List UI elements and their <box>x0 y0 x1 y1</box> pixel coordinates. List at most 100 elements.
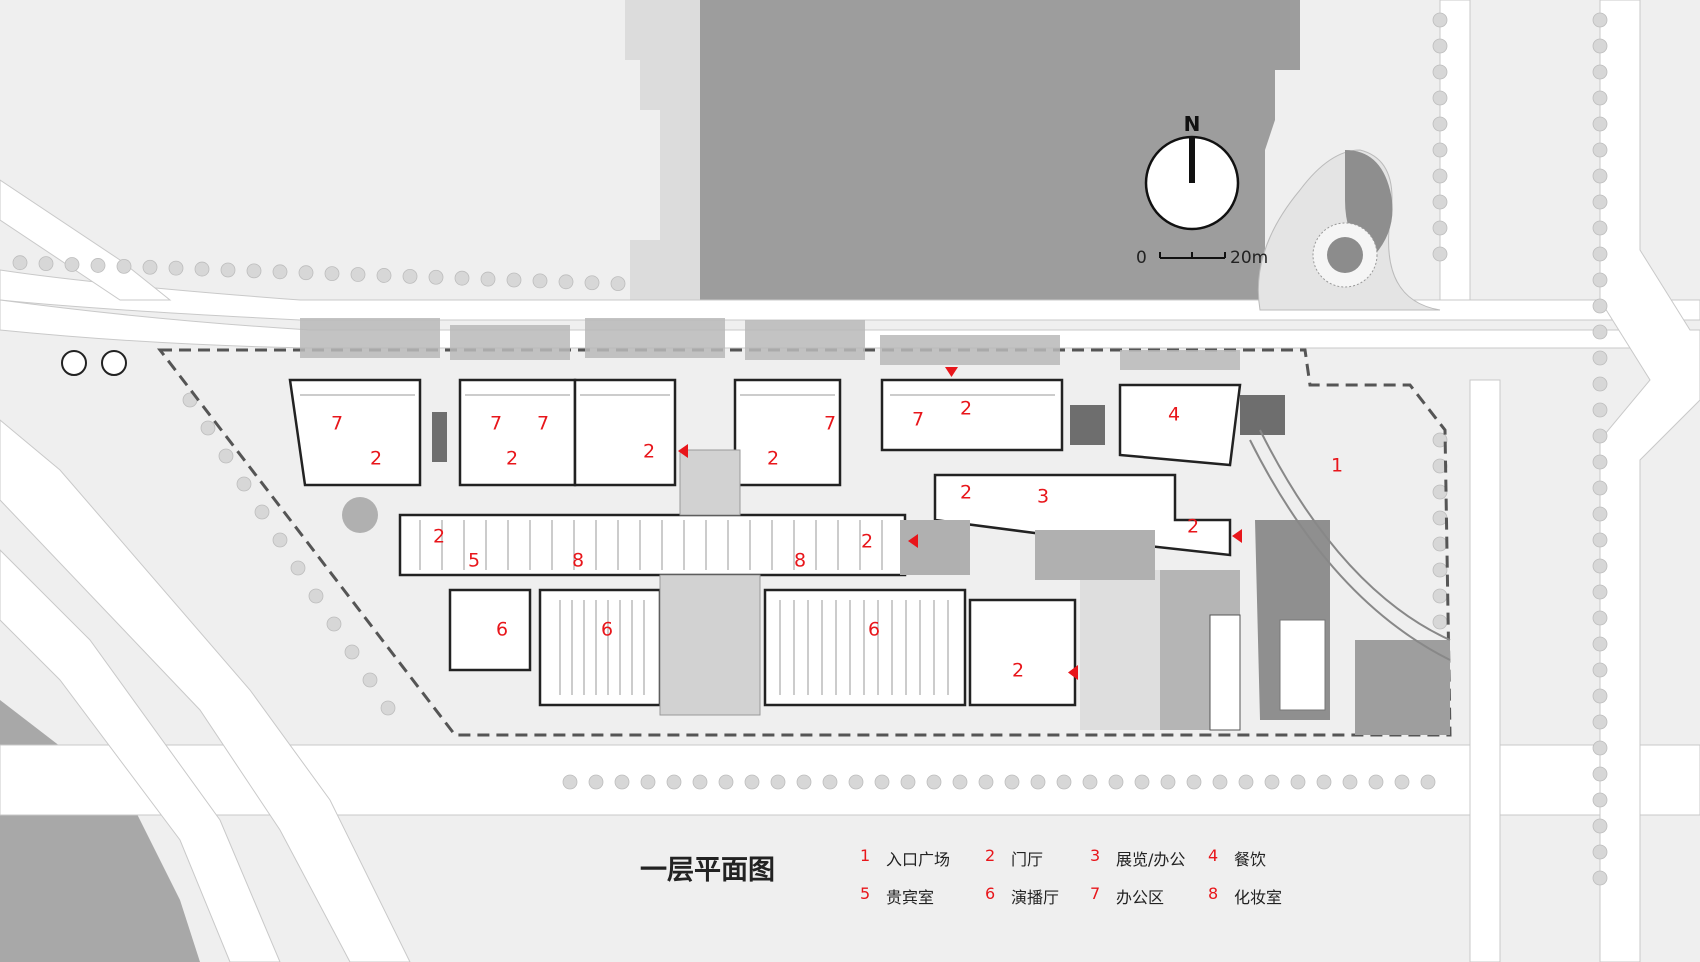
tree-dot <box>220 262 236 278</box>
tree-dot <box>1432 536 1448 552</box>
tree-dot <box>1134 774 1150 790</box>
tree-dot <box>1592 116 1608 132</box>
tree-dot <box>1238 774 1254 790</box>
tree-dot <box>1432 116 1448 132</box>
tree-dot <box>1432 90 1448 106</box>
tree-dot <box>1212 774 1228 790</box>
room-label: 2 <box>860 530 874 553</box>
tree-dot <box>1592 506 1608 522</box>
room-label: 4 <box>1167 403 1181 426</box>
room-label: 3 <box>1036 485 1050 508</box>
tree-dot <box>1592 64 1608 80</box>
legend-number: 6 <box>985 884 996 903</box>
tree-dot <box>1592 168 1608 184</box>
room-label: 2 <box>1011 659 1025 682</box>
room-label: 6 <box>867 618 881 641</box>
scale-bar <box>1159 252 1226 259</box>
room-label: 7 <box>330 412 344 435</box>
tree-dot <box>1056 774 1072 790</box>
tree-dot <box>1432 38 1448 54</box>
tree-dot <box>848 774 864 790</box>
tree-dot <box>1432 12 1448 28</box>
tree-dot <box>344 644 360 660</box>
tree-dot <box>1592 636 1608 652</box>
tree-dot <box>1592 792 1608 808</box>
legend-text: 演播厅 <box>1011 888 1060 907</box>
legend-text: 入口广场 <box>886 850 951 869</box>
legend-text: 门厅 <box>1011 850 1044 869</box>
tree-dot <box>532 273 548 289</box>
room-label: 5 <box>467 549 481 572</box>
tree-dot <box>362 672 378 688</box>
tree-dot <box>1592 870 1608 886</box>
room-label: 8 <box>793 549 807 572</box>
bollard <box>61 350 87 376</box>
tree-dot <box>272 532 288 548</box>
room-label: 2 <box>369 447 383 470</box>
tree-dot <box>64 257 80 272</box>
tree-dot <box>1592 662 1608 678</box>
tree-dot <box>1432 220 1448 236</box>
room-label: 2 <box>1186 515 1200 538</box>
tree-dot <box>1592 844 1608 860</box>
tree-dot <box>168 260 184 276</box>
tree-dot <box>1592 350 1608 366</box>
tree-dot <box>1394 774 1410 790</box>
site-boundary <box>156 348 1452 737</box>
tree-dot <box>1432 194 1448 210</box>
tree-dot <box>298 265 314 281</box>
tree-dot <box>402 268 418 284</box>
legend-text: 办公区 <box>1116 888 1165 907</box>
legend-text: 展览/办公 <box>1116 850 1186 869</box>
tree-dot <box>272 264 288 280</box>
tree-dot <box>900 774 916 790</box>
tree-dot <box>1592 714 1608 730</box>
tree-dot <box>796 774 812 790</box>
room-label: 2 <box>959 397 973 420</box>
tree-dot <box>610 276 626 292</box>
tree-dot <box>1592 454 1608 470</box>
tree-dot <box>1592 428 1608 444</box>
tree-dot <box>1592 532 1608 548</box>
tree-dot <box>1592 610 1608 626</box>
tree-dot <box>1592 220 1608 236</box>
tree-dot <box>1592 324 1608 340</box>
tree-dot <box>1592 688 1608 704</box>
tree-dot <box>1592 584 1608 600</box>
tree-dot <box>1432 432 1448 448</box>
room-label: 2 <box>959 481 973 504</box>
room-label: 2 <box>432 525 446 548</box>
entrance-markers <box>678 367 1242 680</box>
tree-dot <box>1432 588 1448 604</box>
tree-dot <box>558 274 574 290</box>
tree-dot <box>12 255 28 271</box>
tree-dot <box>666 774 682 790</box>
plaza-top-right <box>1257 149 1441 311</box>
tree-dot <box>1186 774 1202 790</box>
tree-dot <box>1420 774 1436 790</box>
tree-dot <box>640 774 656 790</box>
room-label: 8 <box>571 549 585 572</box>
tree-dot <box>1592 558 1608 574</box>
tree-dot <box>90 258 106 273</box>
tree-dot <box>744 774 760 790</box>
room-label: 7 <box>823 412 837 435</box>
tree-dot <box>218 448 234 464</box>
plan-title: 一层平面图 <box>640 855 775 886</box>
tree-dot <box>1592 38 1608 54</box>
tree-dot <box>1342 774 1358 790</box>
tree-dot <box>1592 480 1608 496</box>
tree-dot <box>770 774 786 790</box>
tree-dot <box>454 270 470 286</box>
tree-dot <box>614 774 630 790</box>
tree-dot <box>38 256 54 272</box>
tree-dot <box>692 774 708 790</box>
tree-dot <box>584 275 600 291</box>
tree-dot <box>1592 766 1608 782</box>
tree-dot <box>428 269 444 285</box>
